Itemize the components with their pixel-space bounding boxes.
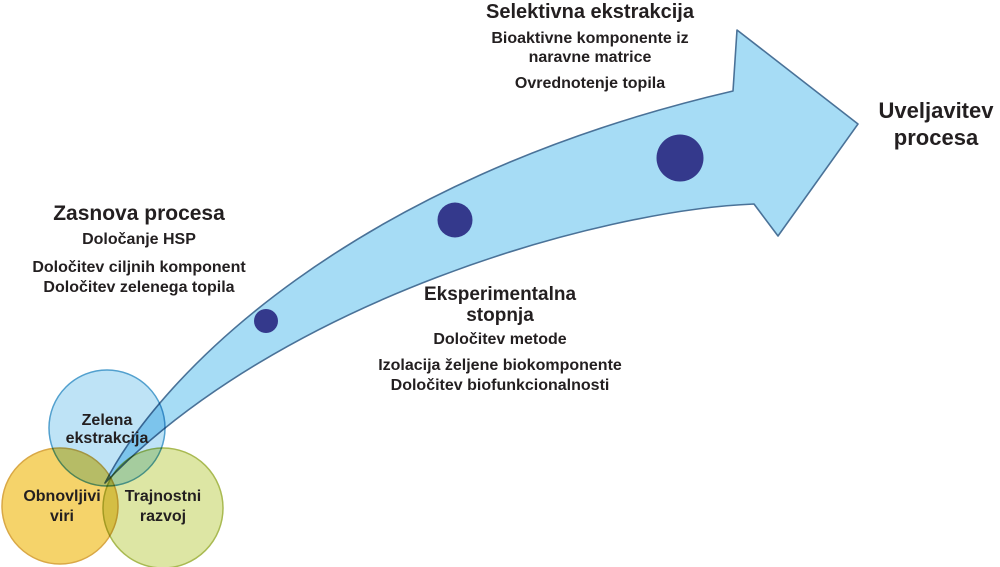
stage-design-details: Določitev ciljnih komponent Določitev ze… <box>2 258 276 298</box>
stage-design-detail-1: Določanje HSP <box>82 231 196 248</box>
stage-design-detail-3: Določitev zelenega topila <box>43 279 235 296</box>
stage-selective-detail-1: Bioaktivne komponente iz naravne matrice <box>491 30 689 66</box>
stage-experimental: Eksperimentalna stopnja Določitev metode… <box>350 284 650 396</box>
stage-experimental-detail-3: Določitev biofunkcionalnosti <box>390 377 610 394</box>
milestone-dot-medium <box>437 202 473 238</box>
stage-design-detail-2: Določitev ciljnih komponent <box>32 259 246 276</box>
stage-experimental-title: Eksperimentalna stopnja <box>423 284 577 326</box>
venn-label-renewable-sources: Obnovljivi viri <box>23 488 101 525</box>
venn-label-green-extraction: Zelena ekstrakcija <box>65 412 149 447</box>
stage-process-design: Zasnova procesa Določanje HSP Določitev … <box>2 202 276 298</box>
stage-implementation-title: Uveljavitev procesa <box>878 98 994 150</box>
stage-experimental-detail-1: Določitev metode <box>433 331 567 348</box>
stage-selective-extraction: Selektivna ekstrakcija Bioaktivne kompon… <box>440 1 740 93</box>
milestone-dot-large <box>656 134 704 182</box>
stage-selective-detail-2: Ovrednotenje topila <box>514 75 666 92</box>
milestone-dot-small <box>254 309 278 333</box>
stage-selective-title: Selektivna ekstrakcija <box>486 1 694 23</box>
stage-experimental-detail-2: Izolacija željene biokomponente <box>378 357 622 374</box>
venn-label-sustainable-development: Trajnostni razvoj <box>124 488 202 525</box>
stage-design-title: Zasnova procesa <box>53 202 225 225</box>
stage-implementation: Uveljavitev procesa <box>858 97 1000 151</box>
venn-circle-sustainable-development <box>102 447 224 567</box>
stage-experimental-details: Izolacija željene biokomponente Določite… <box>350 356 650 396</box>
